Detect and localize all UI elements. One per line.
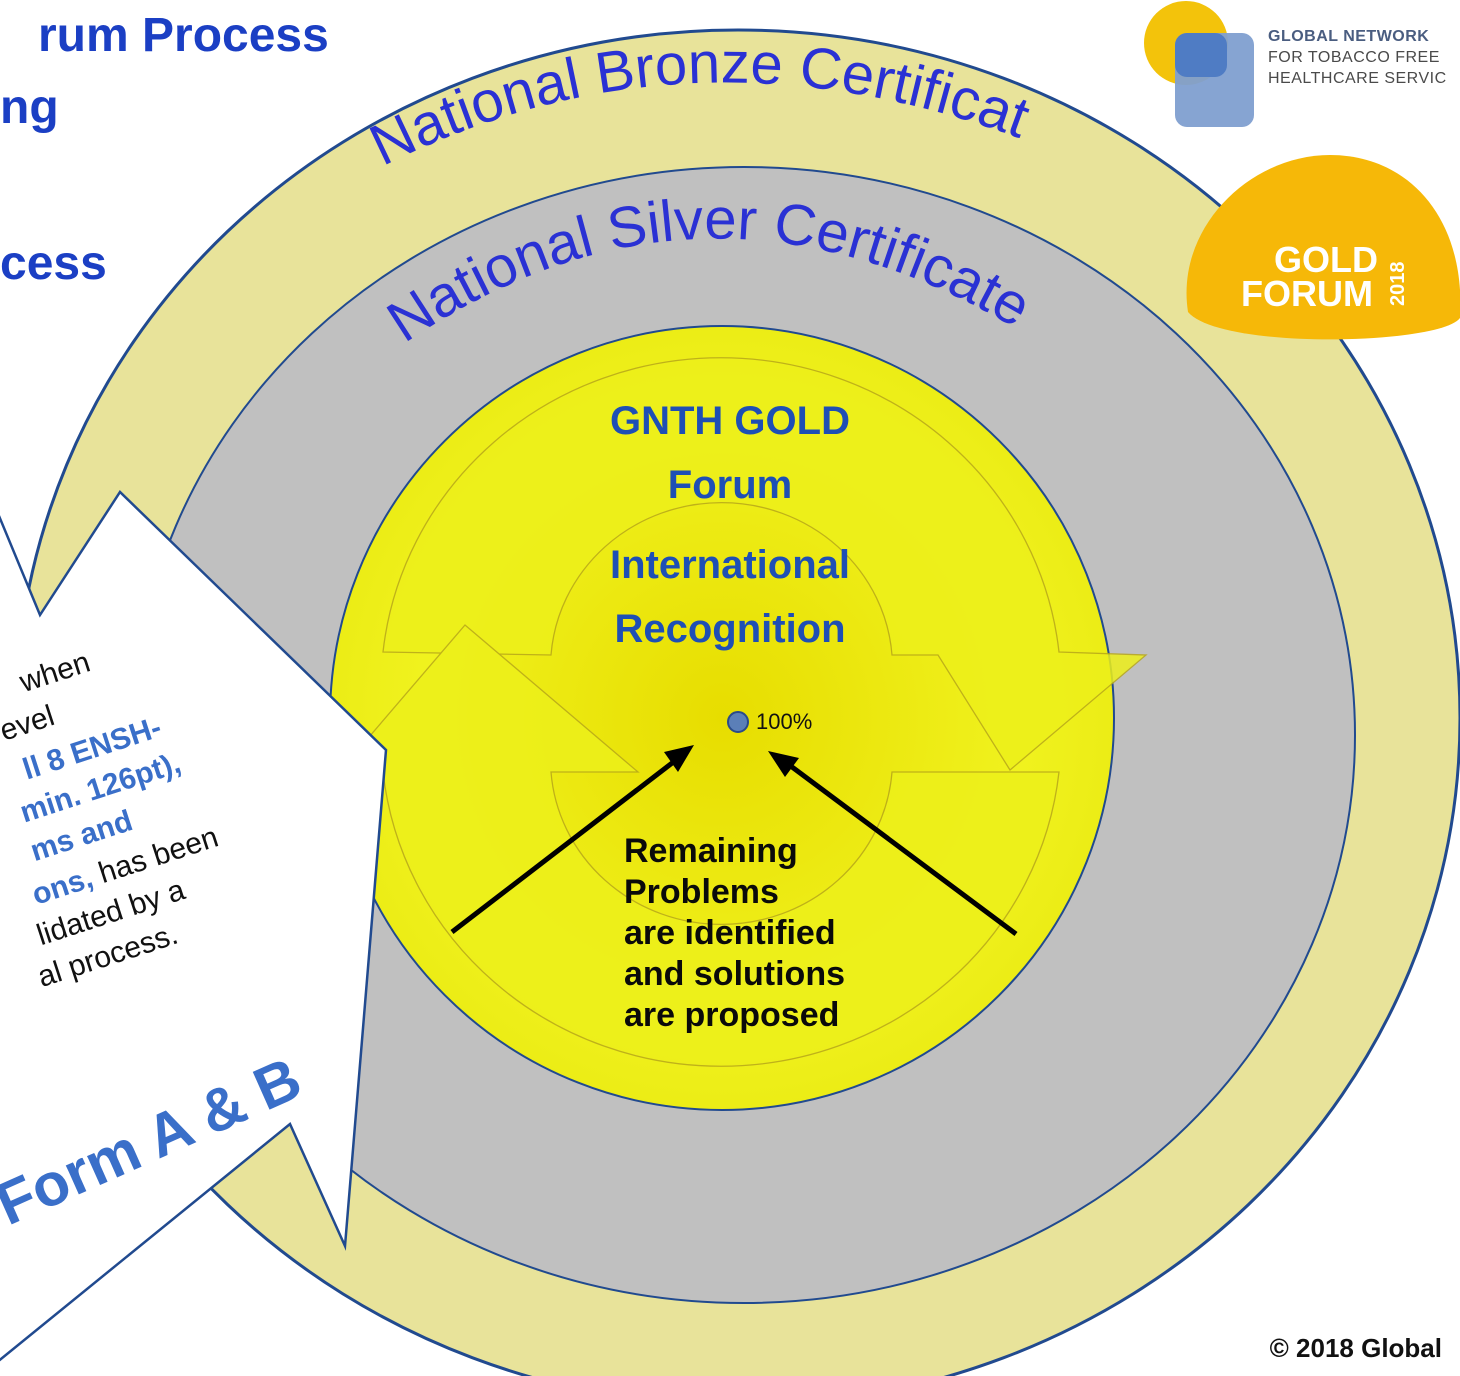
gold-logo-year: 2018	[1387, 262, 1409, 307]
core-title-line1: GNTH GOLD	[610, 399, 850, 443]
gold-logo-word1: GOLD	[1274, 239, 1378, 280]
convergence-arrows	[450, 745, 1018, 937]
title-line-3: cess	[0, 237, 107, 290]
gold-forum-logo: GOLD FORUM 2018	[1186, 155, 1460, 340]
callout-bubble	[0, 490, 388, 1362]
copyright-notice: © 2018 Global	[1269, 1333, 1442, 1363]
problems-line: are identified	[624, 914, 836, 952]
completion-label: 100%	[756, 709, 812, 734]
title-line-2: ng	[0, 81, 59, 134]
problems-line: are proposed	[624, 996, 839, 1034]
problems-line: Problems	[624, 873, 779, 911]
core-title-line3: International	[610, 543, 850, 587]
completion-marker	[727, 711, 749, 733]
network-logo-line3: HEALTHCARE SERVIC	[1268, 70, 1447, 87]
core-title-line2: Forum	[668, 463, 792, 507]
problems-text: Remaining Problems are identified and so…	[624, 832, 854, 1034]
gold-logo-word2: FORUM	[1241, 273, 1373, 314]
core-title-line4: Recognition	[614, 607, 845, 651]
network-logo-line1: GLOBAL NETWORK	[1268, 28, 1430, 45]
cycle-arrows	[337, 357, 1148, 1067]
problems-line: and solutions	[624, 955, 845, 993]
network-logo-text: GLOBAL NETWORK FOR TOBACCO FREE HEALTHCA…	[1268, 26, 1447, 89]
title-line-1: rum Process	[38, 9, 329, 62]
global-network-logo	[1144, 1, 1254, 127]
problems-line: Remaining	[624, 832, 798, 870]
network-logo-line2: FOR TOBACCO FREE	[1268, 49, 1440, 66]
